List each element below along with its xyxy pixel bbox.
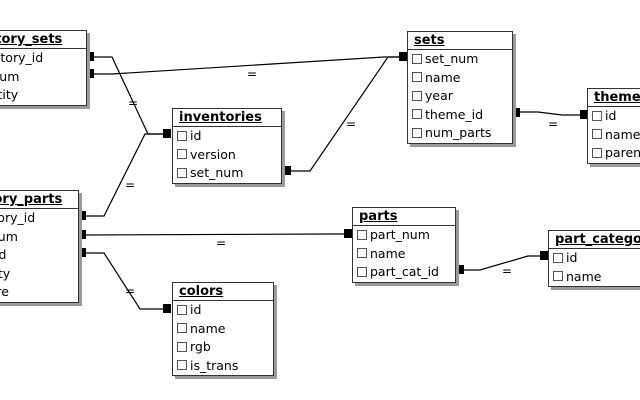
- link-inventory-parts-colors[interactable]: [86, 252, 168, 310]
- connector-handle[interactable]: [78, 211, 86, 220]
- field-row[interactable]: version: [173, 146, 281, 165]
- field-row[interactable]: part_cat_id: [353, 263, 455, 282]
- connector-handle[interactable]: [512, 108, 520, 117]
- link-inventory-parts-parts[interactable]: [85, 233, 353, 236]
- link-inventories-sets[interactable]: [287, 56, 404, 172]
- field-row[interactable]: rgb: [173, 338, 273, 357]
- table-title: part_categories: [549, 231, 640, 249]
- table-part-categories[interactable]: part_categories id name: [548, 230, 640, 287]
- connector-handle[interactable]: [78, 230, 86, 239]
- field-row[interactable]: name: [353, 245, 455, 264]
- connector-handle[interactable]: [163, 304, 171, 313]
- table-inventories[interactable]: inventories id version set_num: [172, 108, 282, 184]
- connector-handle[interactable]: [456, 265, 464, 274]
- connector-handle[interactable]: [399, 52, 407, 61]
- table-title: sets: [408, 32, 512, 50]
- field-checkbox[interactable]: [592, 147, 602, 158]
- field-checkbox[interactable]: [412, 109, 422, 119]
- field-row[interactable]: quantity: [0, 265, 11, 281]
- field-row[interactable]: inventory_id: [0, 50, 44, 65]
- table-inventory-sets[interactable]: inventory_sets inventory_id set_num quan…: [0, 30, 87, 106]
- table-inventory-parts[interactable]: inventory_parts inventory_id part_num co…: [0, 190, 79, 303]
- table-title: parts: [353, 208, 455, 226]
- field-checkbox[interactable]: [177, 360, 187, 370]
- field-checkbox[interactable]: [177, 167, 187, 178]
- table-title: inventory_parts: [0, 191, 78, 209]
- field-row[interactable]: name: [408, 69, 512, 88]
- field-checkbox[interactable]: [592, 129, 602, 139]
- link-parts-part-categories[interactable]: [460, 255, 548, 271]
- field-row[interactable]: part_num: [353, 226, 455, 245]
- relation-label: =: [548, 117, 558, 131]
- table-themes[interactable]: themes id name parent_id: [587, 88, 640, 164]
- relation-label: =: [216, 236, 226, 250]
- field-checkbox[interactable]: [553, 271, 563, 281]
- field-row[interactable]: color_id: [0, 247, 7, 262]
- field-checkbox[interactable]: [592, 110, 602, 121]
- field-row[interactable]: set_num: [408, 50, 512, 69]
- connector-handle[interactable]: [283, 166, 291, 175]
- link-sets-themes[interactable]: [516, 111, 587, 116]
- field-row[interactable]: theme_id: [408, 106, 512, 125]
- field-row[interactable]: id: [588, 107, 640, 126]
- relation-label: =: [125, 284, 135, 298]
- relation-label: =: [502, 264, 512, 278]
- field-row[interactable]: inventory_id: [0, 210, 36, 225]
- field-row[interactable]: year: [408, 87, 512, 106]
- relation-label: =: [247, 67, 257, 81]
- field-row[interactable]: set_num: [173, 164, 281, 183]
- connector-handle[interactable]: [86, 52, 94, 61]
- table-title: themes: [588, 89, 640, 107]
- link-inventory-parts-inventories[interactable]: [86, 133, 168, 217]
- field-checkbox[interactable]: [177, 323, 187, 333]
- field-row[interactable]: name: [549, 268, 640, 287]
- field-row[interactable]: part_num: [0, 228, 18, 244]
- table-parts[interactable]: parts part_num name part_cat_id: [352, 207, 456, 283]
- connector-handle[interactable]: [163, 129, 171, 138]
- field-row[interactable]: is_spare: [0, 284, 9, 299]
- field-checkbox[interactable]: [177, 304, 187, 315]
- field-checkbox[interactable]: [357, 229, 367, 240]
- field-row[interactable]: id: [173, 301, 273, 320]
- table-colors[interactable]: colors id name rgb is_trans: [172, 282, 274, 376]
- field-checkbox[interactable]: [412, 127, 422, 138]
- relation-label: =: [128, 96, 138, 110]
- field-checkbox[interactable]: [177, 149, 187, 159]
- field-row[interactable]: set_num: [0, 68, 20, 84]
- field-row[interactable]: name: [173, 320, 273, 339]
- field-checkbox[interactable]: [412, 90, 422, 101]
- relation-label: =: [346, 117, 356, 131]
- field-checkbox[interactable]: [412, 72, 422, 82]
- field-checkbox[interactable]: [357, 266, 367, 277]
- table-sets[interactable]: sets set_num name year theme_id num_part…: [407, 31, 513, 144]
- field-row[interactable]: id: [549, 249, 640, 268]
- relation-label: =: [125, 178, 135, 192]
- table-title: colors: [173, 283, 273, 301]
- field-row[interactable]: id: [173, 127, 281, 146]
- field-row[interactable]: is_trans: [173, 357, 273, 376]
- connector-handle[interactable]: [86, 69, 94, 78]
- table-title: inventories: [173, 109, 281, 127]
- connector-handle[interactable]: [540, 251, 548, 260]
- connector-handle[interactable]: [580, 110, 588, 119]
- field-row[interactable]: name: [588, 126, 640, 145]
- field-row[interactable]: num_parts: [408, 124, 512, 143]
- field-row[interactable]: parent_id: [588, 144, 640, 163]
- field-checkbox[interactable]: [177, 341, 187, 352]
- table-title: inventory_sets: [0, 31, 86, 49]
- connector-handle[interactable]: [78, 248, 86, 257]
- field-row[interactable]: quantity: [0, 87, 19, 102]
- connector-handle[interactable]: [344, 229, 352, 238]
- field-checkbox[interactable]: [553, 252, 563, 263]
- field-checkbox[interactable]: [357, 248, 367, 258]
- field-checkbox[interactable]: [412, 53, 422, 64]
- field-checkbox[interactable]: [177, 130, 187, 141]
